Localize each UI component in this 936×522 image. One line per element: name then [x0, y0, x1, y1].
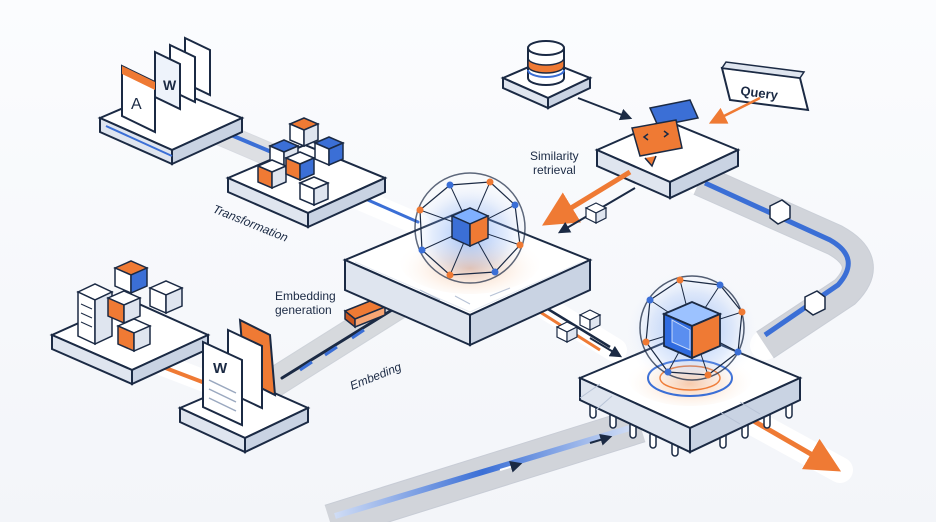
similarity-label-line1: Similarity: [530, 149, 579, 163]
cube-icon: [555, 321, 579, 343]
pipe-connector: [769, 199, 826, 316]
pdf-glyph: A: [131, 96, 142, 113]
word-docs-platform: W: [177, 318, 311, 454]
database-platform: [500, 40, 593, 110]
embeding-label: Embeding: [348, 359, 404, 392]
cube-stack: [256, 117, 345, 207]
arrow-icon: [542, 169, 632, 226]
cube-icon: [584, 202, 608, 224]
server-rack-icon: [76, 283, 114, 346]
similarity-label-line2: retrieval: [533, 163, 576, 177]
vector-store-platform: [342, 180, 593, 347]
pdf-document-icon: A: [121, 64, 156, 134]
server-stack: [106, 260, 184, 353]
cube-icon: [578, 309, 602, 331]
arrow-icon: [708, 96, 761, 124]
query-label: Query: [740, 83, 780, 103]
network-sphere-icon: [639, 275, 746, 381]
cube-icon: [661, 301, 723, 360]
arrow-icon: [589, 337, 623, 358]
arrow-icon: [577, 97, 633, 121]
word-glyph: W: [163, 77, 177, 93]
transformation-platform: [225, 117, 388, 229]
cube-icon: [450, 207, 490, 248]
network-sphere-icon: [414, 172, 526, 284]
embedding-generation-label-line2: generation: [275, 303, 332, 317]
code-chat-icon: [631, 99, 700, 168]
arrow-icon: [589, 434, 613, 446]
chip-icon: [577, 268, 803, 457]
arrow-icon: [499, 461, 523, 473]
embedding-generation-label-line1: Embedding: [275, 289, 336, 303]
word-document-icon: W: [213, 360, 228, 377]
servers-platform: [49, 260, 211, 386]
word-document-icon: W: [154, 36, 211, 111]
database-icon: [527, 40, 565, 86]
documents-platform: W A: [97, 36, 245, 166]
retrieval-platform: [594, 99, 741, 200]
query-tag-icon: Query: [720, 61, 810, 112]
